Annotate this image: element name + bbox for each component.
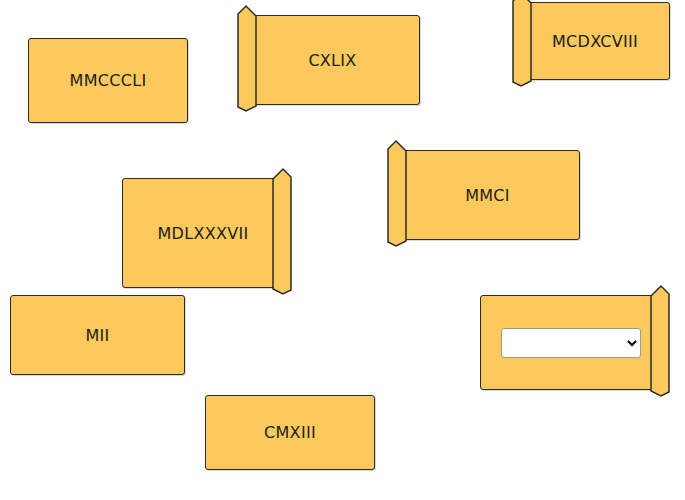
card-fold	[236, 4, 258, 114]
roman-numeral: CMXIII	[264, 423, 316, 442]
numeral-card: CMXIII	[205, 395, 375, 470]
dropdown-card	[480, 295, 662, 390]
roman-numeral: MDLXXXVII	[157, 224, 248, 243]
fold-shape	[388, 141, 406, 246]
fold-shape	[238, 6, 256, 111]
fold-shape	[273, 169, 291, 294]
roman-numeral: MCDXCVIII	[552, 32, 638, 51]
numeral-card: MMCI	[395, 150, 580, 240]
roman-numeral: MMCCCLI	[70, 71, 147, 90]
card-fold	[649, 284, 671, 399]
numeral-card: MDLXXXVII	[122, 178, 284, 288]
card-fold	[271, 167, 293, 297]
dropdown	[501, 328, 641, 358]
roman-numeral: CXLIX	[308, 51, 356, 70]
card-fold	[386, 139, 408, 249]
card-fold	[511, 0, 533, 89]
roman-numeral: MII	[85, 326, 109, 345]
numeral-card: MCDXCVIII	[520, 2, 670, 80]
numeral-card: MII	[10, 295, 185, 375]
numeral-card: MMCCCLI	[28, 38, 188, 123]
roman-numeral: MMCI	[465, 186, 510, 205]
numeral-card: CXLIX	[245, 15, 420, 105]
fold-shape	[513, 0, 531, 86]
